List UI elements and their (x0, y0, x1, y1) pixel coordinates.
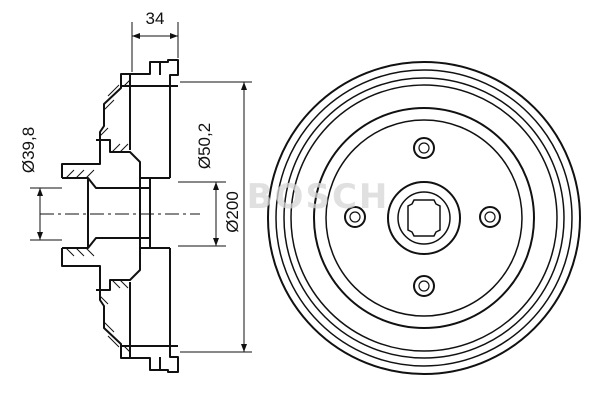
drum-section-view (61, 59, 179, 373)
dimension-lines (30, 22, 252, 353)
dim-outer-arrow-bottom (241, 344, 247, 352)
bosch-watermark: BOSCH (247, 177, 390, 217)
front-outer-ring-4 (290, 84, 558, 352)
front-outer-ring-1 (267, 61, 581, 375)
front-hub-outer (387, 181, 461, 255)
dim-width-arrow-right (170, 33, 178, 39)
bolt-hole-right-inner (484, 211, 496, 223)
dim-hub-label: Ø50,2 (195, 123, 214, 169)
front-outer-ring-3 (283, 77, 565, 359)
dim-width-arrow-left (132, 33, 140, 39)
bolt-hole-left-inner (349, 211, 361, 223)
dim-hub-arrow-top (213, 182, 219, 190)
bolt-hole-left (344, 206, 366, 228)
dim-bore-arrow-bottom (37, 232, 43, 240)
bolt-hole-bottom-inner (418, 280, 430, 292)
dim-bore-arrow-top (37, 188, 43, 196)
hub-bore-upper (62, 177, 151, 189)
front-splined-bore (407, 199, 441, 237)
bolt-hole-top (413, 137, 435, 159)
hub-upper-outline (96, 139, 170, 179)
bolt-hole-top-inner (418, 142, 430, 154)
dim-bore-label: Ø39,8 (19, 127, 38, 173)
section-hatching (65, 79, 131, 353)
bolt-hole-bottom (413, 275, 435, 297)
drum-section-upper-outline (61, 59, 179, 178)
front-outer-ring-2 (275, 69, 573, 367)
front-mounting-face (313, 107, 535, 329)
drum-section-lower-outline (61, 248, 179, 373)
dim-width-label: 34 (146, 9, 165, 28)
hub-lower-outline (96, 247, 170, 291)
dim-outer-arrow-top (241, 82, 247, 90)
hub-bore-lower (62, 237, 151, 249)
dim-outer-label: Ø200 (223, 191, 242, 233)
drum-front-view (267, 61, 581, 375)
bolt-hole-right (479, 206, 501, 228)
front-hub-inner (397, 191, 451, 245)
front-hub-step (325, 119, 523, 317)
dim-hub-arrow-bottom (213, 238, 219, 246)
